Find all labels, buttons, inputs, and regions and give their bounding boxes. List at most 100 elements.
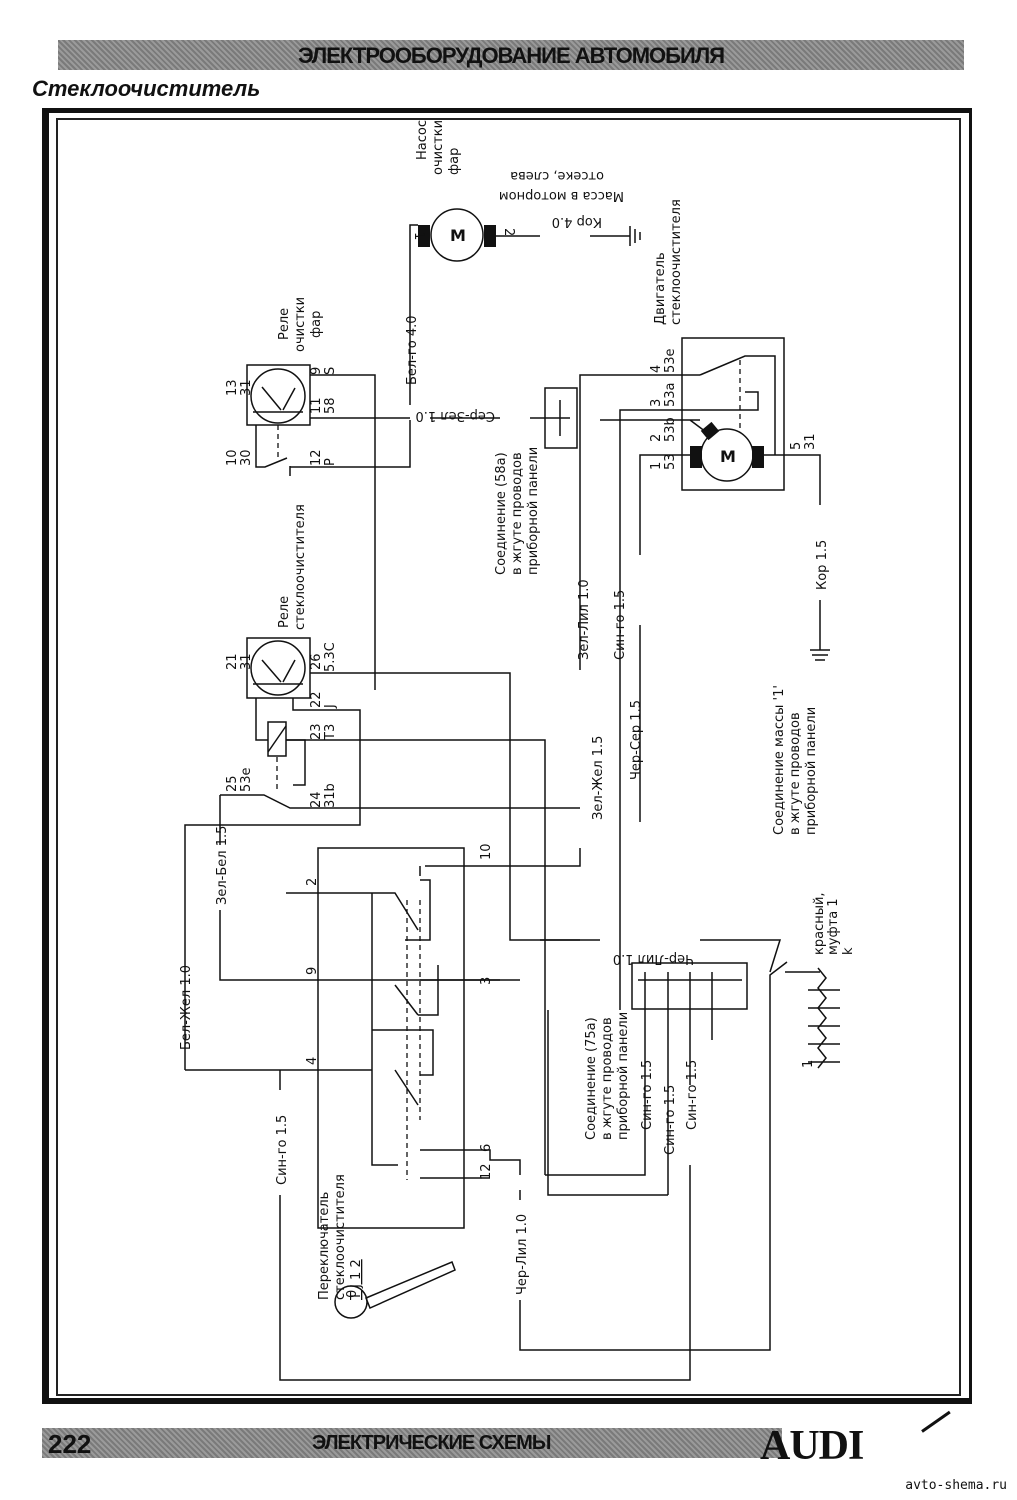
- diagram-inner-frame: [56, 118, 961, 1396]
- pin-label: 10: [225, 449, 240, 466]
- pin-label: J: [323, 704, 338, 709]
- wire-label-bel-zhel: Бел-Жел 1.0: [179, 965, 194, 1050]
- pin-label: 9: [305, 967, 320, 975]
- pump-label-2: очистки: [431, 120, 446, 175]
- brush: [700, 421, 720, 441]
- pin-label: 4: [305, 1057, 320, 1065]
- brush: [690, 446, 702, 468]
- connector-pins: [785, 971, 840, 1063]
- pin-label: 3: [479, 977, 494, 985]
- headlamp-relay-box: [246, 364, 311, 426]
- wiper-relay-box: [246, 637, 311, 699]
- pump-pin2-label: 2: [501, 228, 516, 236]
- connector-pin: [638, 972, 742, 1195]
- pin-label: 22: [309, 691, 324, 708]
- wire-label-sin-go: Син-го 1.5: [275, 1115, 290, 1185]
- wire: [279, 1000, 691, 1381]
- pump-ground-wire-label: Кор 4.0: [552, 214, 602, 229]
- wire: [371, 893, 398, 1166]
- wire: [540, 939, 782, 973]
- connector-58a-label-2: в жгуте проводов: [510, 452, 525, 575]
- multi-connector-label-1: красный,: [812, 892, 827, 955]
- headlamp-relay-label-2: очистки: [293, 297, 308, 352]
- wire: [184, 698, 361, 1070]
- wire: [286, 739, 546, 1175]
- wiper-switch-label-1: Переключатель: [317, 1192, 332, 1300]
- pin-label: 31b: [323, 783, 338, 808]
- wiper-switch: 2 9 4 10 3 12 6 Переключатель стеклоочис…: [286, 843, 581, 1319]
- wire: [764, 454, 821, 650]
- switch-contact: [394, 965, 500, 1016]
- switch-contact: [286, 879, 431, 941]
- wiper-switch-box: [317, 847, 465, 1229]
- relay-dial-icon: [250, 640, 306, 696]
- wire-label-ser-zel: Сер-Зел 1.0: [416, 408, 495, 423]
- pin-label: 6: [479, 1144, 494, 1152]
- pump-ground-label-1: Масса в моторном: [499, 188, 624, 203]
- multi-connector-label-3: k: [841, 947, 856, 955]
- wire: [545, 1010, 668, 1196]
- connector-75a-label-2: в жгуте проводов: [600, 1017, 615, 1140]
- pin-label: 9: [309, 367, 324, 375]
- wire-label-cher-lil: Чер-Лил 1.0: [515, 1214, 530, 1295]
- pin-label: 26: [309, 653, 324, 670]
- headlamp-relay: Реле очистки фар 13 31 9 S 11 58 10 30 1…: [225, 297, 338, 476]
- connector-75a-box: [631, 962, 748, 1010]
- pin-label: 31: [239, 653, 254, 670]
- wiper-motor-box: [681, 337, 785, 491]
- pin-label: P: [323, 458, 338, 466]
- wire: [310, 672, 580, 941]
- wiper-motor-label-2: стеклоочистителя: [669, 199, 684, 325]
- pin-label: 2: [649, 434, 664, 442]
- wiper-relay: Реле стеклоочистителя 21 31 26 5.3C 22 J…: [184, 504, 580, 1070]
- connector-pin: [530, 400, 570, 436]
- connector-75a: Соединение (75a) в жгуте проводов прибор…: [545, 962, 748, 1196]
- header-title: ЭЛЕКТРООБОРУДОВАНИЕ АВТОМОБИЛЯ: [297, 43, 725, 68]
- footer-band: 222 ЭЛЕКТРИЧЕСКИЕ СХЕМЫ: [42, 1428, 782, 1459]
- wire-label-zel-bel: Зел-Бел 1.5: [215, 826, 230, 905]
- pin-label: 53: [663, 453, 678, 470]
- wire-label-cher-ser: Чер-Сер 1.5: [629, 700, 644, 780]
- pin-label: 11: [309, 397, 324, 414]
- pin-label: 53b: [663, 417, 678, 442]
- header-band: ЭЛЕКТРООБОРУДОВАНИЕ АВТОМОБИЛЯ: [58, 40, 964, 70]
- pin-label: 30: [239, 449, 254, 466]
- wire: [519, 961, 788, 1351]
- wire: [219, 794, 580, 825]
- pump-brush-left: [418, 225, 430, 247]
- pump-motor-symbol: M: [450, 226, 466, 245]
- wire-label-sin-go: Син-го 1.5: [685, 1060, 700, 1130]
- diagram-frame: [42, 108, 972, 1404]
- pin-label: 5: [789, 442, 804, 450]
- wiper-switch-label-2: стеклоочистителя: [333, 1174, 348, 1300]
- wire: [255, 698, 306, 786]
- wiper-motor-label-1: Двигатель: [653, 252, 668, 325]
- ground-1-label-2: в жгуте проводов: [788, 712, 803, 835]
- multi-connector-label-2: муфта 1: [826, 898, 841, 955]
- relay-coil-winding: [267, 725, 287, 753]
- pin-label: S: [323, 367, 338, 375]
- switch-knob-label: 0: [345, 1290, 360, 1298]
- pin-label: 5.3C: [323, 642, 338, 672]
- ground-icon: [810, 649, 830, 661]
- wire: [639, 454, 690, 822]
- wire-label-sin-go: Син-го 1.5: [640, 1060, 655, 1130]
- relay-needle-icon: [253, 659, 303, 685]
- section-title: Стеклоочиститель: [32, 76, 261, 101]
- pin-label: 53e: [663, 348, 678, 373]
- ground-1-label-3: приборной панели: [804, 707, 819, 835]
- wire: [310, 374, 376, 690]
- pin-label: 12: [479, 1163, 494, 1180]
- multi-connector-pin-label: 1: [801, 1060, 816, 1068]
- connector-58a: Соединение (58a) в жгуте проводов прибор…: [494, 387, 578, 575]
- pin-label: 21: [225, 653, 240, 670]
- headlamp-relay-label-3: фар: [309, 311, 324, 338]
- wire: [419, 848, 581, 876]
- pin-label: 53a: [663, 382, 678, 407]
- wire-label-sin-go: Син-го 1.5: [613, 590, 628, 660]
- pin-label: T3: [323, 724, 338, 741]
- watermark: avto-shema.ru: [905, 1478, 1007, 1493]
- pump-label-3: фар: [447, 148, 462, 175]
- connector-58a-label-1: Соединение (58a): [494, 452, 509, 575]
- wire-label-kor: Кор 1.5: [815, 540, 830, 590]
